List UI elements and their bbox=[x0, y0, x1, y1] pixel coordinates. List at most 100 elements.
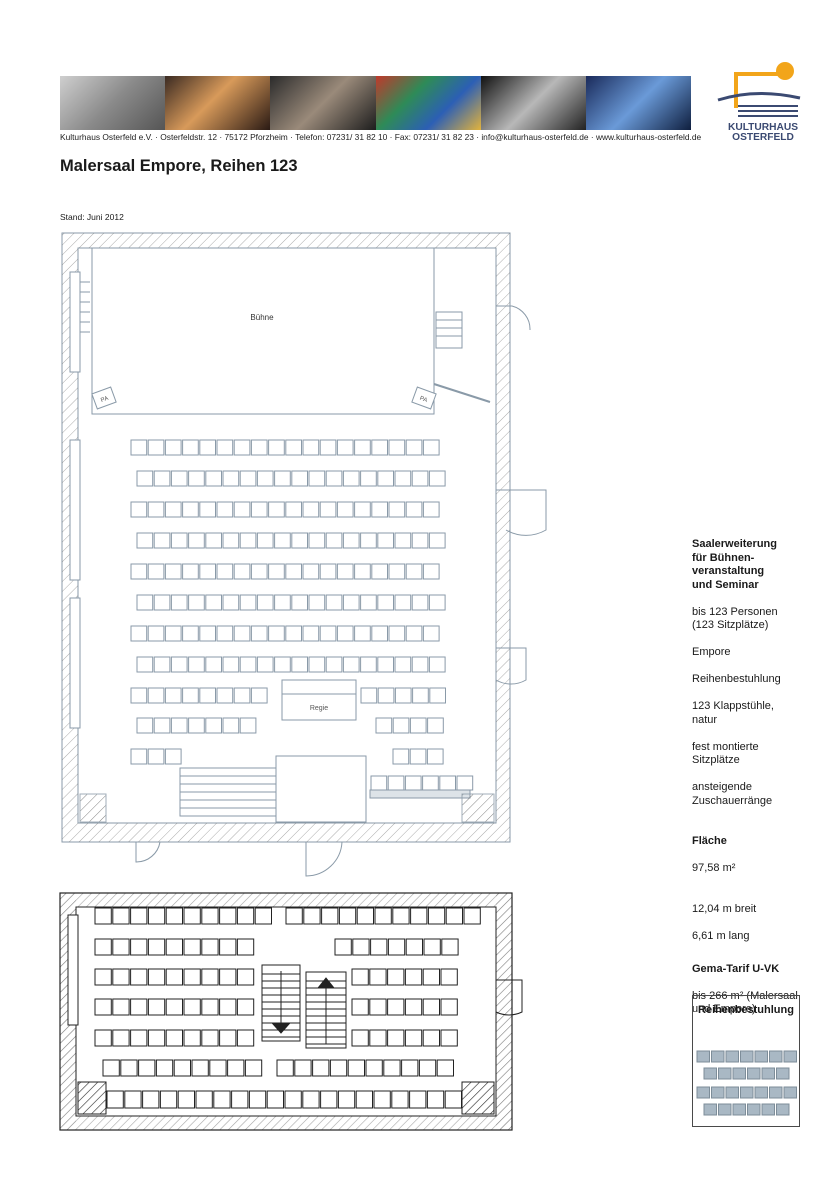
stage bbox=[91, 247, 435, 415]
seat bbox=[440, 1029, 458, 1047]
seat bbox=[401, 1059, 419, 1077]
legend-seat bbox=[740, 1086, 754, 1099]
seat bbox=[130, 563, 148, 580]
seat bbox=[410, 907, 428, 925]
seat bbox=[222, 717, 240, 734]
seat bbox=[369, 1029, 387, 1047]
seat bbox=[463, 907, 481, 925]
seat bbox=[142, 1090, 160, 1109]
seat bbox=[170, 532, 188, 549]
seat bbox=[439, 775, 456, 791]
seat bbox=[428, 532, 446, 549]
seat bbox=[138, 1059, 156, 1077]
legend-title: Reihenbestuhlung bbox=[698, 1004, 794, 1016]
seat bbox=[239, 656, 257, 673]
seat bbox=[285, 563, 302, 580]
legend-seat bbox=[718, 1067, 732, 1080]
seat bbox=[147, 439, 165, 456]
seat bbox=[112, 968, 130, 986]
seat bbox=[427, 717, 444, 734]
regie-label: Regie bbox=[310, 705, 328, 712]
seat bbox=[321, 907, 339, 925]
seat bbox=[170, 656, 188, 673]
seat bbox=[312, 1059, 330, 1077]
seat bbox=[165, 907, 183, 925]
seat bbox=[388, 625, 406, 642]
seat bbox=[233, 439, 251, 456]
seat bbox=[302, 625, 320, 642]
seat bbox=[354, 563, 371, 580]
seat bbox=[147, 938, 166, 956]
seat bbox=[422, 998, 441, 1016]
seat bbox=[130, 1029, 148, 1047]
seat bbox=[256, 656, 274, 673]
seat bbox=[285, 907, 303, 925]
seat bbox=[147, 625, 165, 642]
info-gema-label: Gema-Tarif U-VK bbox=[692, 962, 780, 975]
legend-seat bbox=[761, 1067, 775, 1080]
seat bbox=[222, 594, 240, 611]
seat bbox=[456, 775, 474, 791]
seat bbox=[394, 470, 412, 487]
info-width: 12,04 m breit bbox=[692, 902, 757, 915]
photo-dancers bbox=[60, 76, 166, 130]
info-area-label: Fläche bbox=[692, 835, 727, 847]
legend-seat bbox=[732, 1103, 746, 1116]
seat bbox=[412, 687, 429, 704]
seat bbox=[440, 968, 458, 986]
landing bbox=[275, 755, 367, 823]
seat bbox=[256, 470, 274, 487]
logo-line1: KULTURHAUS bbox=[728, 122, 798, 133]
seat bbox=[303, 907, 321, 925]
seat bbox=[205, 656, 223, 673]
seat bbox=[188, 532, 205, 549]
page-title: Malersaal Empore, Reihen 123 bbox=[60, 157, 298, 175]
seat bbox=[373, 1090, 391, 1109]
seat bbox=[239, 594, 257, 611]
info-column: Saalerweiterung für Bühnen- veranstaltun… bbox=[692, 538, 820, 1030]
photo-colorful-costumes bbox=[375, 76, 481, 130]
seat bbox=[320, 1090, 338, 1109]
info-capacity: bis 123 Personen (123 Sitzplätze) bbox=[692, 605, 778, 632]
seat bbox=[268, 439, 285, 456]
seat bbox=[387, 775, 405, 791]
seat bbox=[308, 532, 326, 549]
seat bbox=[254, 907, 272, 925]
seat bbox=[377, 594, 394, 611]
seat bbox=[188, 470, 205, 487]
corner-hatch-bl bbox=[79, 793, 107, 823]
info-chairs: 123 Klappstühle, natur bbox=[692, 700, 774, 726]
seat bbox=[291, 470, 308, 487]
seat bbox=[329, 1059, 348, 1077]
seat bbox=[404, 998, 423, 1016]
seat bbox=[440, 998, 458, 1016]
legend-seat bbox=[754, 1050, 768, 1063]
empore-corner-br bbox=[461, 1081, 495, 1115]
seat bbox=[147, 501, 165, 518]
pa-label-left: PA bbox=[100, 396, 109, 404]
seat bbox=[153, 532, 171, 549]
seat bbox=[205, 532, 223, 549]
seat bbox=[216, 563, 234, 580]
seat bbox=[342, 470, 360, 487]
seat bbox=[222, 656, 240, 673]
seat bbox=[404, 775, 422, 791]
seat bbox=[409, 748, 427, 765]
seat bbox=[191, 1059, 209, 1077]
seat bbox=[394, 532, 412, 549]
seat bbox=[164, 563, 182, 580]
top-wall-hatch bbox=[62, 233, 510, 248]
seat bbox=[268, 563, 285, 580]
seat bbox=[302, 439, 320, 456]
seat bbox=[351, 1029, 369, 1047]
seat bbox=[302, 501, 320, 518]
info-heading: Saalerweiterung für Bühnen- veranstaltun… bbox=[692, 538, 777, 591]
legend-seat bbox=[761, 1103, 775, 1116]
seat bbox=[302, 563, 320, 580]
arrow-up-icon bbox=[316, 977, 336, 1044]
seat bbox=[336, 563, 354, 580]
seat bbox=[112, 938, 130, 956]
seat bbox=[371, 625, 388, 642]
seat bbox=[236, 907, 255, 925]
seat bbox=[199, 687, 217, 704]
